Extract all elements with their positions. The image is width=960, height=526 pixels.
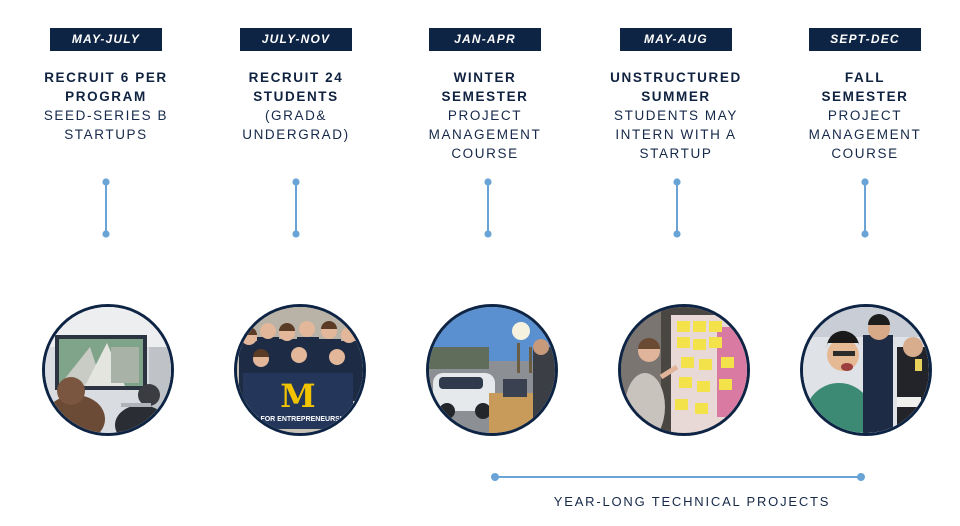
stage-2: JULY-NOV RECRUIT 24 STUDENTS (GRAD& UNDE… <box>211 28 381 144</box>
stage-1-text: RECRUIT 6 PER PROGRAM SEED-SERIES B STAR… <box>44 68 168 144</box>
stage-2-title-line: RECRUIT 24 <box>248 70 344 85</box>
banner-letter: M <box>280 377 315 415</box>
stage-4-text: UNSTRUCTURED SUMMER STUDENTS MAY INTERN … <box>610 68 742 163</box>
vehicle-demo-photo <box>426 304 558 436</box>
stage-4-period: MAY-AUG <box>620 28 732 51</box>
stage-5-connector <box>861 178 869 238</box>
stage-3-text: WINTER SEMESTER PROJECT MANAGEMENT COURS… <box>429 68 542 163</box>
stage-4-title-line: UNSTRUCTURED <box>610 70 742 85</box>
stage-4-desc-line: INTERN WITH A <box>615 127 737 142</box>
classroom-photo <box>42 304 174 436</box>
stage-4-desc-line: STARTUP <box>639 146 713 161</box>
stage-2-desc-line: UNDERGRAD) <box>242 127 350 142</box>
celebration-photo <box>800 304 932 436</box>
stage-3-connector <box>484 178 492 238</box>
banner-text: TER FOR ENTREPRENEURSHIP <box>245 416 352 423</box>
vehicle-demo-photo-icon <box>429 307 555 433</box>
sticky-notes-photo-icon <box>621 307 747 433</box>
classroom-photo-icon <box>45 307 171 433</box>
stage-3-title-line: WINTER <box>453 70 517 85</box>
stage-4-title-line: SUMMER <box>641 89 711 104</box>
stage-5-desc-line: PROJECT <box>827 108 903 123</box>
stage-2-period: JULY-NOV <box>240 28 352 51</box>
stage-5-title-line: SEMESTER <box>821 89 909 104</box>
stage-2-desc-line: (GRAD& <box>264 108 328 123</box>
stage-3-desc-line: MANAGEMENT <box>428 127 542 142</box>
sticky-notes-photo <box>618 304 750 436</box>
stage-2-title-line: STUDENTS <box>253 89 339 104</box>
celebration-photo-icon <box>803 307 929 433</box>
stage-5-title-line: FALL <box>844 70 886 85</box>
group-photo-icon: M TER FOR ENTREPRENEURSHIP <box>237 307 363 433</box>
stage-4-connector <box>673 178 681 238</box>
stage-1-title-line: RECRUIT 6 PER <box>44 70 168 85</box>
stage-1-title-line: PROGRAM <box>65 89 147 104</box>
stage-1-desc-line: SEED-SERIES B <box>43 108 169 123</box>
stage-5-desc-line: MANAGEMENT <box>808 127 922 142</box>
stage-3-title-line: SEMESTER <box>441 89 529 104</box>
year-long-span-label: YEAR-LONG TECHNICAL PROJECTS <box>553 494 831 509</box>
stage-5-text: FALL SEMESTER PROJECT MANAGEMENT COURSE <box>809 68 922 163</box>
year-long-span-line <box>491 473 865 481</box>
stage-1: MAY-JULY RECRUIT 6 PER PROGRAM SEED-SERI… <box>21 28 191 144</box>
stage-5: SEPT-DEC FALL SEMESTER PROJECT MANAGEMEN… <box>780 28 950 163</box>
stage-4: MAY-AUG UNSTRUCTURED SUMMER STUDENTS MAY… <box>591 28 761 163</box>
stage-3-desc-line: COURSE <box>451 146 519 161</box>
stage-3: JAN-APR WINTER SEMESTER PROJECT MANAGEME… <box>400 28 570 163</box>
stage-2-connector <box>292 178 300 238</box>
stage-1-desc-line: STARTUPS <box>64 127 148 142</box>
stage-3-desc-line: PROJECT <box>447 108 523 123</box>
stage-1-period: MAY-JULY <box>50 28 162 51</box>
stage-3-period: JAN-APR <box>429 28 541 51</box>
stage-2-text: RECRUIT 24 STUDENTS (GRAD& UNDERGRAD) <box>242 68 350 144</box>
stage-1-connector <box>102 178 110 238</box>
stage-4-desc-line: STUDENTS MAY <box>614 108 738 123</box>
stage-5-desc-line: COURSE <box>831 146 899 161</box>
stage-5-period: SEPT-DEC <box>809 28 921 51</box>
group-photo: M TER FOR ENTREPRENEURSHIP <box>234 304 366 436</box>
